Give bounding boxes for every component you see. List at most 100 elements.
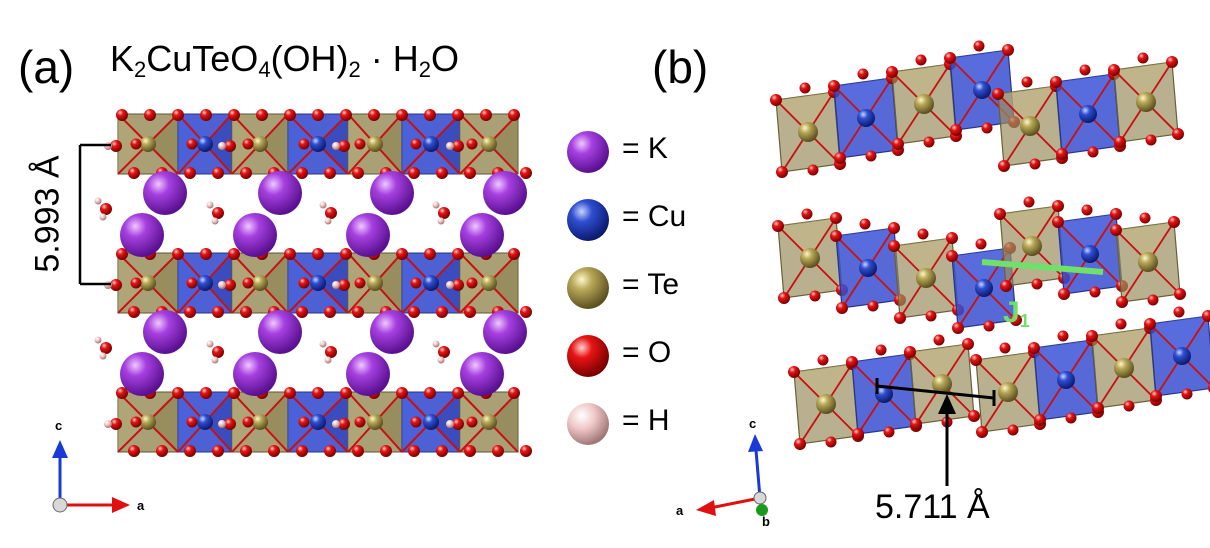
o-atom (1123, 400, 1135, 412)
k-atom (483, 171, 527, 215)
panel-a-layer (104, 109, 532, 179)
o-atom (352, 167, 364, 179)
cu-atom (1079, 105, 1097, 123)
o-atom (116, 109, 128, 121)
legend-label-cu: = Cu (622, 200, 687, 233)
panel-a-structure (94, 109, 532, 457)
o-atom (284, 109, 296, 121)
panel-b-slab (770, 40, 1020, 178)
cu-atom (423, 275, 439, 291)
o-atom (466, 277, 478, 289)
te-atom (916, 268, 936, 288)
te-atom (140, 414, 156, 430)
o-atom (970, 354, 982, 366)
k-atom (370, 171, 414, 215)
o-atom (466, 416, 478, 428)
o-atom (312, 248, 324, 260)
o-atom (1056, 148, 1068, 160)
panel-b-slab (788, 334, 980, 450)
cu-atom (975, 279, 993, 297)
o-atom (983, 320, 995, 332)
te-atom (140, 136, 156, 152)
o-atom (242, 416, 254, 428)
o-atom (1147, 294, 1159, 306)
h-atom (218, 281, 226, 289)
o-atom (994, 208, 1006, 220)
o-atom (933, 334, 945, 346)
o-atom (1202, 310, 1210, 322)
o-atom (1052, 200, 1064, 212)
o-atom (352, 306, 364, 318)
o-atom (464, 306, 476, 318)
o-atom (1166, 56, 1178, 68)
k-atom (258, 310, 302, 354)
o-atom (436, 306, 448, 318)
o-atom (224, 418, 236, 430)
o-atom (380, 445, 392, 457)
o-atom (212, 167, 224, 179)
water-h-atom (99, 213, 107, 221)
o-atom (770, 94, 782, 106)
k-atom (370, 310, 414, 354)
o-atom (284, 387, 296, 399)
o-atom (830, 212, 842, 224)
o-atom (184, 445, 196, 457)
k-atom (233, 213, 277, 257)
te-atom (367, 136, 383, 152)
cu-atom (423, 136, 439, 152)
o-atom (910, 418, 922, 430)
o-atom (184, 306, 196, 318)
o-atom (324, 167, 336, 179)
h-atom (104, 420, 112, 428)
compound-formula: K2CuTeO4(OH)2 · H2O (110, 38, 460, 82)
o-atom (825, 436, 837, 448)
o-atom (408, 445, 420, 457)
o-atom (464, 445, 476, 457)
o-atom (338, 140, 350, 152)
o-atom (998, 160, 1010, 172)
o-atom (992, 88, 1004, 100)
o-atom (904, 346, 916, 358)
o-atom (1057, 330, 1069, 342)
o-atom (952, 322, 964, 334)
o-atom (857, 68, 869, 80)
o-atom (520, 445, 532, 457)
cu-atom (1173, 347, 1191, 365)
o-atom (1168, 216, 1180, 228)
te-atom (914, 94, 934, 114)
te-atom (367, 414, 383, 430)
o-atom (240, 167, 252, 179)
o-atom (256, 109, 268, 121)
water-o-atom (100, 342, 112, 354)
o-atom (396, 109, 408, 121)
o-atom (212, 306, 224, 318)
water-h-atom (319, 340, 327, 348)
water-o-atom (325, 346, 337, 358)
o-atom (1050, 76, 1062, 88)
axis-c-label-a: c (55, 418, 63, 433)
o-atom (324, 445, 336, 457)
o-atom (172, 387, 184, 399)
o-atom (212, 445, 224, 457)
water-o-atom (100, 203, 112, 215)
o-atom (1021, 76, 1033, 88)
te-atom (367, 275, 383, 291)
o-atom (298, 138, 310, 150)
o-atom (130, 138, 142, 150)
h-atom (218, 142, 226, 150)
o-atom (424, 109, 436, 121)
panel-b-slab (994, 196, 1186, 308)
o-atom (834, 152, 846, 164)
o-atom (352, 445, 364, 457)
te-atom (1020, 116, 1040, 136)
k-atom (143, 310, 187, 354)
o-atom (999, 342, 1011, 354)
o-atom (396, 387, 408, 399)
o-atom (1137, 52, 1149, 64)
water-h-atom (319, 201, 327, 209)
water-h-atom (94, 336, 102, 344)
o-atom (268, 445, 280, 457)
h-atom (446, 281, 454, 289)
o-atom (1108, 64, 1120, 76)
